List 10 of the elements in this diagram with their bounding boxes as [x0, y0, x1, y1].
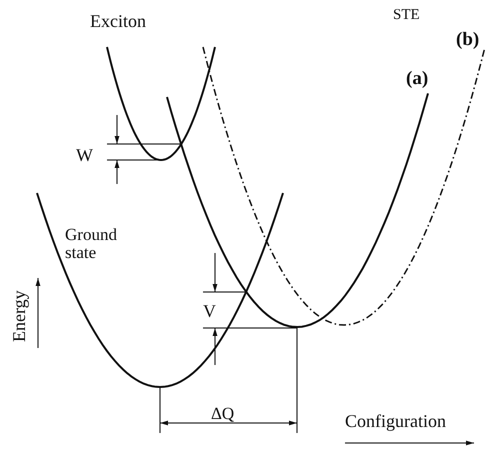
axis-label: Exciton — [90, 10, 146, 33]
axis-label: (a) — [406, 67, 428, 91]
axis-label: (b) — [456, 28, 480, 52]
axis-label: Ground state — [65, 226, 118, 262]
axis-label: Energy — [8, 290, 30, 342]
axis-label: ΔQ — [211, 403, 234, 425]
axis-label: Configuration — [345, 410, 446, 433]
axis-label: V — [203, 300, 216, 323]
axis-label: STE — [393, 6, 420, 25]
axis-label: W — [76, 144, 93, 167]
